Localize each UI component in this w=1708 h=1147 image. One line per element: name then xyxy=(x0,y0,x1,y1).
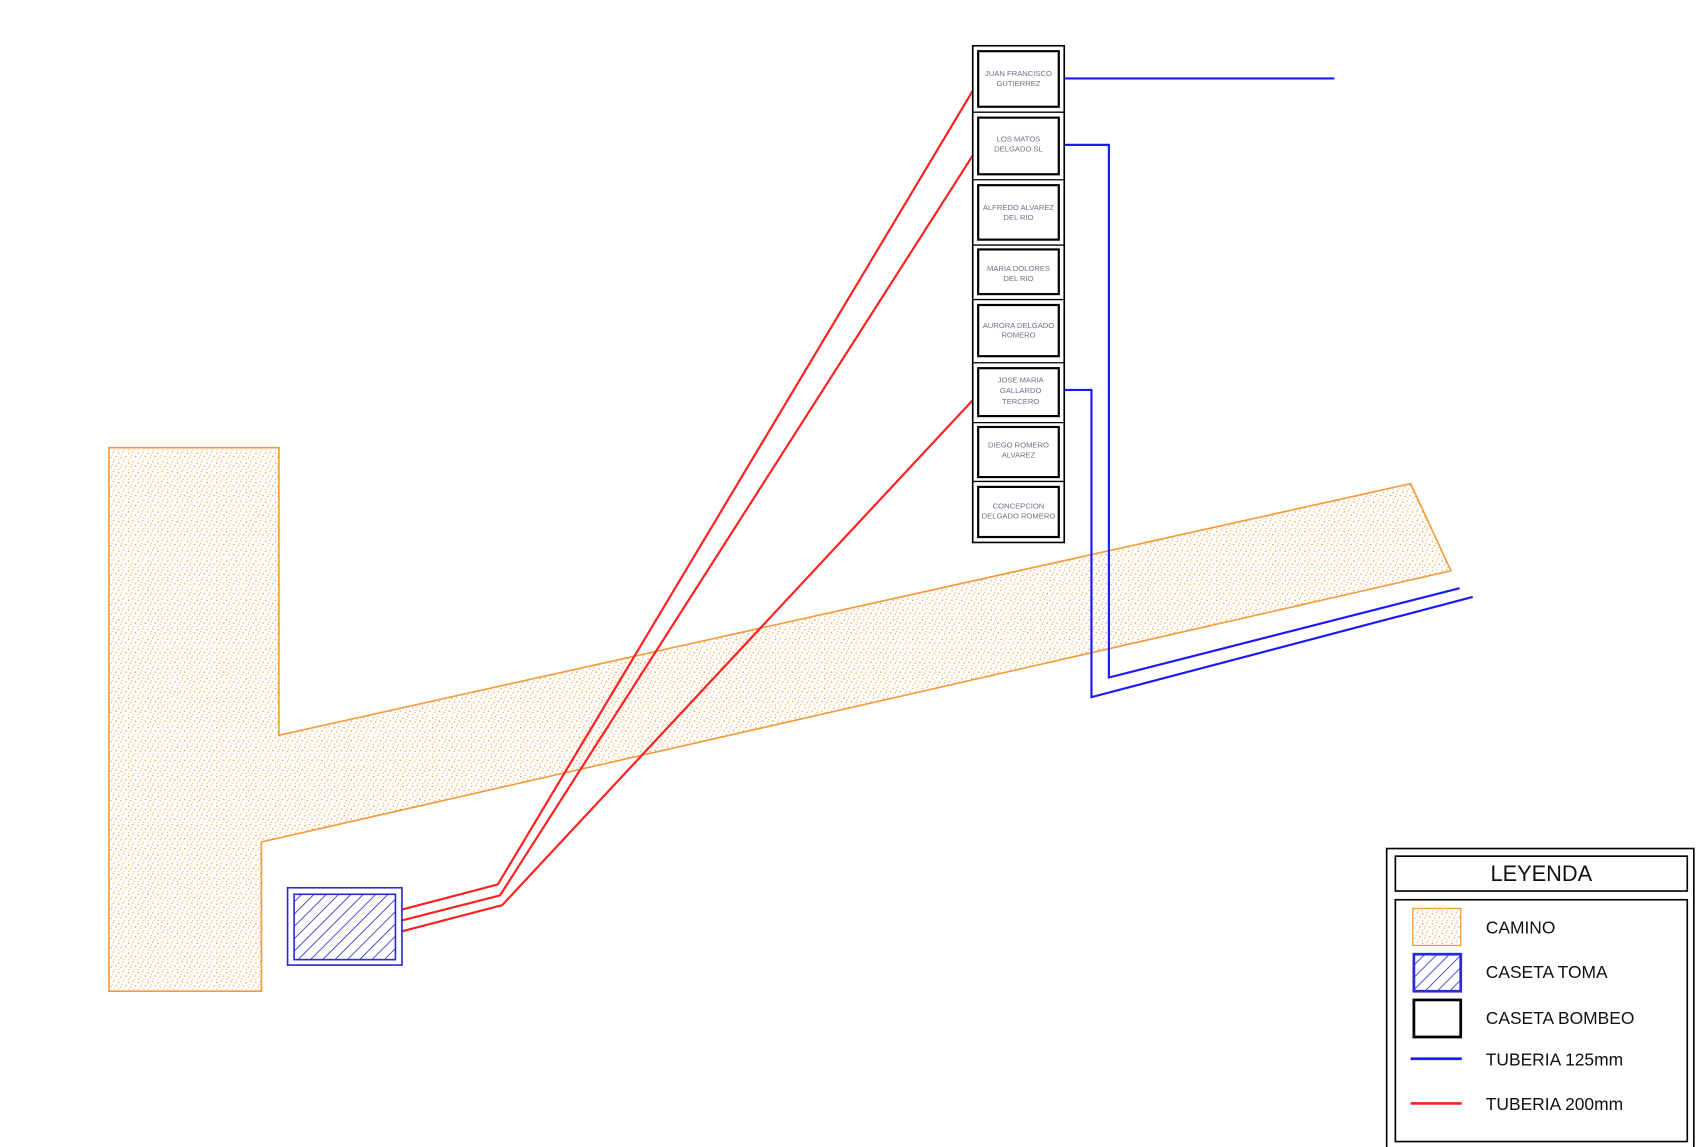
pipe-125-2 xyxy=(1058,143,1460,679)
plot-label: DELGADO ROMERO xyxy=(982,511,1056,520)
plot-box xyxy=(977,367,1060,418)
plot-label: TERCERO xyxy=(1002,397,1039,406)
plot-label: DEL RIO xyxy=(1003,274,1033,283)
plot-label: GALLARDO xyxy=(1000,386,1042,395)
plot-label: MARIA DOLORES xyxy=(987,264,1050,273)
box-swatch-icon xyxy=(1412,998,1463,1039)
pipe-200-2 xyxy=(401,146,980,922)
plot-label: ALFREDO ALVAREZ xyxy=(983,203,1055,212)
plot-box xyxy=(977,184,1060,241)
plot-box xyxy=(977,116,1060,176)
plot-label: AURORA DELGADO xyxy=(983,321,1055,330)
pipe-200-3 xyxy=(401,393,979,933)
pipes-125mm xyxy=(1058,77,1473,699)
caseta-toma xyxy=(286,886,403,966)
legend-title: LEYENDA xyxy=(1491,861,1593,886)
pipe-125-3 xyxy=(1058,388,1473,699)
legend-label: CASETA BOMBEO xyxy=(1486,1008,1635,1028)
legend-label: TUBERIA 125mm xyxy=(1486,1049,1623,1069)
road-swatch-icon xyxy=(1412,907,1462,947)
legend: LEYENDA CAMINO CASETA TOMA CASETA BOMBEO… xyxy=(1385,847,1695,1147)
plot-box xyxy=(977,248,1060,296)
plot-label: JUAN FRANCISCO xyxy=(985,69,1052,78)
legend-label: CAMINO xyxy=(1486,918,1556,938)
plot-box xyxy=(977,485,1060,539)
plot-box xyxy=(977,425,1060,479)
caseta-bombeo-column: JUAN FRANCISCO GUTIERREZ LOS MATOS DELGA… xyxy=(971,44,1066,544)
pipes-200mm xyxy=(401,81,980,933)
plot-label: ALVAREZ xyxy=(1002,450,1036,459)
road-camino xyxy=(108,446,1453,993)
plot-box xyxy=(977,50,1060,108)
pipe-200-1 xyxy=(401,81,980,911)
plot-label: JOSE MARIA xyxy=(998,375,1045,384)
legend-label: CASETA TOMA xyxy=(1486,962,1608,982)
plot-box xyxy=(977,303,1060,358)
plot-label: LOS MATOS xyxy=(997,135,1041,144)
plot-label: CONCEPCION xyxy=(993,502,1045,511)
legend-label: TUBERIA 200mm xyxy=(1486,1094,1623,1114)
plot-label: DELGADO SL xyxy=(994,144,1043,153)
hatched-swatch-icon xyxy=(1412,952,1463,993)
plot-label: ROMERO xyxy=(1001,331,1035,340)
plot-label: DIEGO ROMERO xyxy=(988,441,1049,450)
plot-label: GUTIERREZ xyxy=(996,79,1040,88)
plot-label: DEL RIO xyxy=(1003,213,1033,222)
